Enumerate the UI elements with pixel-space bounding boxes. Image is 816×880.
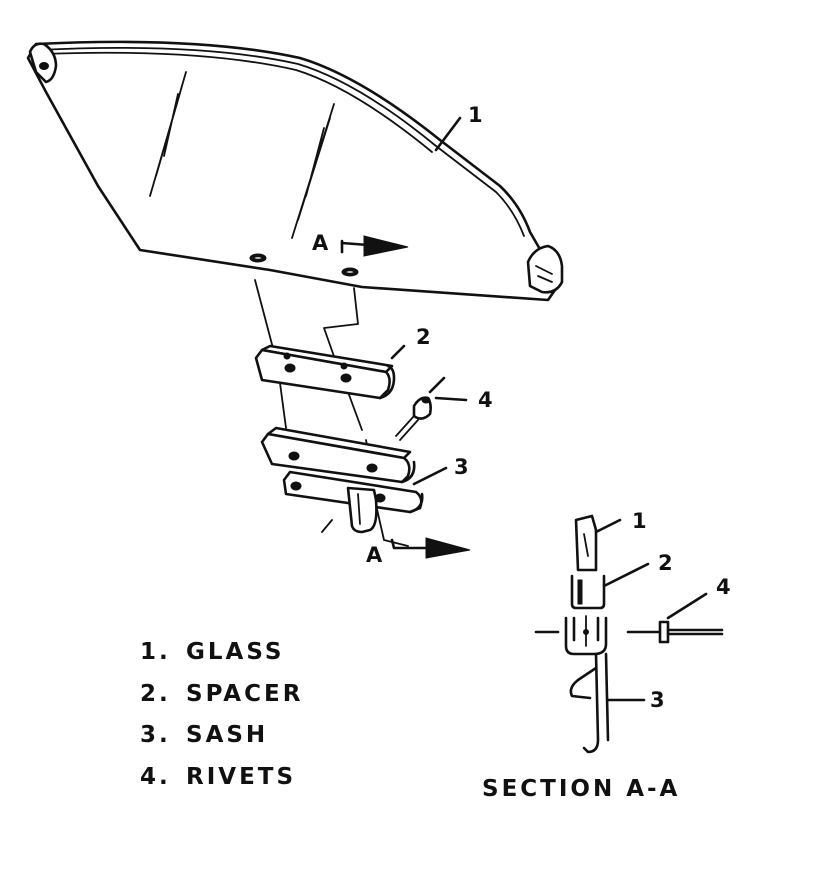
section-marker-label-bottom: A: [366, 543, 383, 567]
callout-label-1: 1: [468, 103, 483, 127]
section-cut-marker-bottom: A: [366, 537, 471, 567]
legend-item-spacer: 2.SPACER: [140, 680, 304, 707]
callout-label-4: 4: [478, 388, 493, 412]
rivet-part: [395, 376, 446, 441]
callout-leader-3: [412, 466, 448, 486]
legend-item-sash: 3.SASH: [140, 722, 269, 748]
legend-item-glass: 1.GLASS: [140, 639, 285, 665]
section-view-spacer: [570, 574, 606, 610]
callout-leader-4: [434, 396, 468, 402]
section-leader-1: [594, 518, 622, 534]
callout-leader-1: [434, 116, 462, 152]
section-label-2: 2: [658, 551, 673, 575]
section-label-3: 3: [650, 688, 665, 712]
section-view-glass: [574, 514, 598, 572]
section-title: SECTION A-A: [482, 776, 681, 802]
section-marker-label-top: A: [312, 231, 329, 255]
glass-panel: [26, 40, 564, 302]
callout-leader-2: [390, 344, 406, 360]
section-label-4: 4: [716, 575, 731, 599]
callout-label-3: 3: [454, 455, 469, 479]
spacer-part: [254, 344, 396, 400]
section-view-sash: [534, 615, 610, 754]
callout-label-2: 2: [416, 325, 431, 349]
section-label-1: 1: [632, 509, 647, 533]
parts-legend: 1.GLASS 2.SPACER 3.SASH 4.RIVETS: [140, 632, 303, 798]
legend-item-rivets: 4.RIVETS: [140, 763, 297, 790]
section-view-rivet: [626, 620, 724, 644]
section-leader-4: [666, 592, 708, 620]
section-cut-marker-top: A: [312, 231, 409, 257]
sash-part: [260, 426, 424, 534]
section-leader-2: [602, 562, 650, 588]
